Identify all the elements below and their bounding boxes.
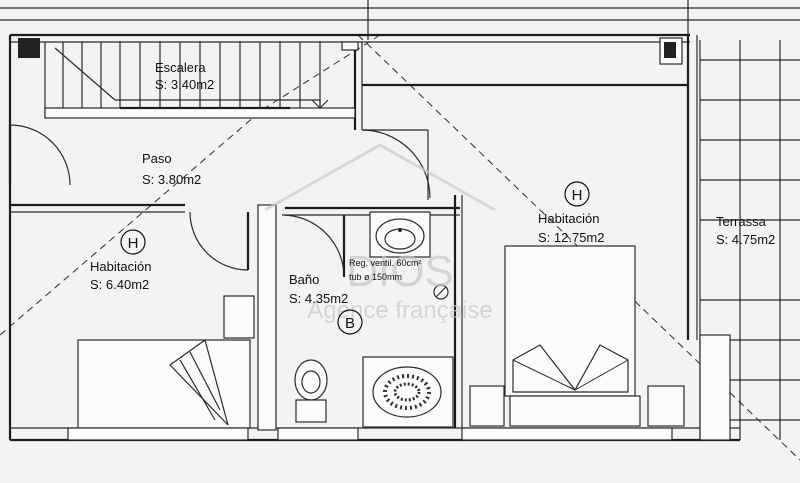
badge-circle-habitacion-1 [120,229,146,255]
badge-bano: B [345,315,355,332]
nightstand [223,295,255,339]
badge-habitacion-1: H [128,235,139,252]
stair-arrow-head [311,99,329,109]
room-name-escalera: Escalera [155,60,206,75]
terrace-grid [699,40,800,440]
staircase [18,37,683,119]
watermark-roof-icon [264,143,496,212]
room-name-paso: Paso [142,151,172,166]
room-labels: Escalera S: 3.40m2 Paso S: 3.80m2 H Habi… [90,60,775,335]
room-name-habitacion-1: Habitación [90,259,151,274]
doors [8,124,431,278]
stair-top-post [341,41,359,51]
stair-landing-wall [44,107,356,119]
room-name-bano: Baño [289,272,319,287]
door-swing-bedroom-1 [189,211,249,271]
room-area-escalera: S: 3.40m2 [155,77,214,92]
nightstand-right [647,385,685,427]
badge-circle-bano [337,309,363,335]
toilet-tank [295,399,327,423]
stair-arrow-path [54,47,321,108]
room-area-paso: S: 3.80m2 [142,172,201,187]
room-area-terrassa: S: 4.75m2 [716,232,775,247]
watermark: DIOS Agence française [264,143,496,324]
window-bedroom-2 [461,427,673,441]
bathroom-fixtures [277,211,454,441]
ventilation-note-line-1: Reg. ventil. 60cm² [349,258,422,268]
stair-post [18,38,40,58]
badge-circle-habitacion-2 [564,181,590,207]
room-area-habitacion-2: S: 12.75m2 [538,230,605,245]
roof-line-left [0,109,263,336]
room-area-bano: S: 4.35m2 [289,291,348,306]
room-name-habitacion-2: Habitación [538,211,599,226]
ventilation-note-line-2: tub ø 150mm [349,272,402,282]
bed-foot [509,395,641,427]
room-name-terrassa: Terrassa [716,214,767,229]
window-bathroom [277,427,359,441]
bedroom-1-furniture [67,295,255,441]
room-area-habitacion-1: S: 6.40m2 [90,277,149,292]
door-swing-paso-left [9,124,71,186]
bedroom-2-furniture [461,245,685,441]
terrace-pillar [699,334,731,441]
door-swing-bath [281,214,345,278]
chimney-flue [664,42,676,58]
window-bedroom-1 [67,427,249,441]
door-swing-bedroom-2 [361,129,431,199]
bed-sheet [169,339,229,426]
wall-bath-left [257,204,277,431]
watermark-brand: DIOS [346,247,454,296]
badge-habitacion-2: H [572,187,583,204]
bed-pillows [512,344,629,393]
nightstand-left [469,385,505,427]
